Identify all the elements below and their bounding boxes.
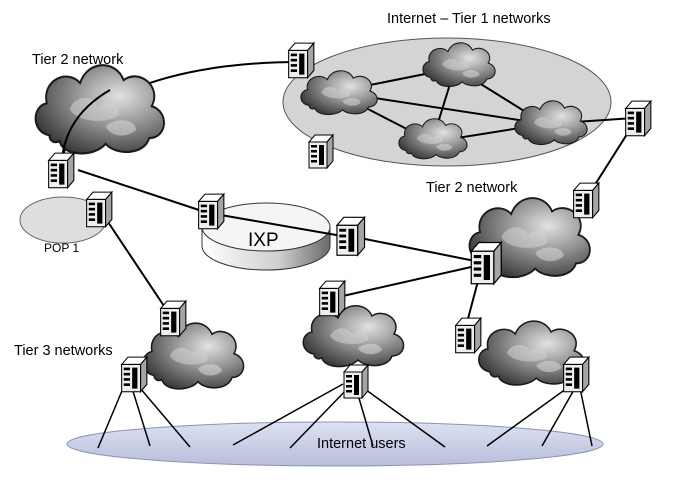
router-pop1 xyxy=(86,191,113,228)
link-ixp-tier2right xyxy=(354,236,481,263)
router-center-bottom xyxy=(343,364,369,399)
label-tier3: Tier 3 networks xyxy=(14,343,113,359)
tier3-cloud-left xyxy=(142,322,245,390)
router-tier1-top xyxy=(288,42,315,79)
link-center-tier2right xyxy=(333,264,481,299)
tier2-left-cloud xyxy=(34,64,166,155)
label-tier1: Internet – Tier 1 networks xyxy=(387,11,551,27)
router-tier3-right-bottom xyxy=(563,356,590,393)
router-tier2-left xyxy=(48,152,75,189)
link-tier2left-ixp xyxy=(77,169,206,213)
router-tier3-right-top xyxy=(455,317,482,354)
ixp-cylinder xyxy=(201,202,331,271)
router-tier2-right-top xyxy=(573,182,600,219)
router-tier1-bottom xyxy=(308,134,334,169)
label-tier2-left: Tier 2 network xyxy=(32,52,124,68)
router-tier3-left-bottom xyxy=(121,356,148,393)
router-tier3-left-top xyxy=(160,300,187,337)
router-center-top xyxy=(319,280,346,317)
label-users: Internet users xyxy=(317,436,406,452)
center-cloud xyxy=(302,304,405,368)
label-tier2-right: Tier 2 network xyxy=(426,180,518,196)
router-ixp-right xyxy=(336,216,366,256)
users-band xyxy=(66,421,604,467)
router-tier1-right xyxy=(625,100,652,137)
label-pop1: POP 1 xyxy=(44,241,80,255)
link-pop-tier3 xyxy=(99,209,173,319)
user-lines xyxy=(97,383,593,449)
router-tier2-right-main xyxy=(470,241,502,285)
router-ixp-left xyxy=(198,193,225,230)
label-ixp: IXP xyxy=(248,230,279,251)
link-ixp-internal xyxy=(214,213,343,237)
